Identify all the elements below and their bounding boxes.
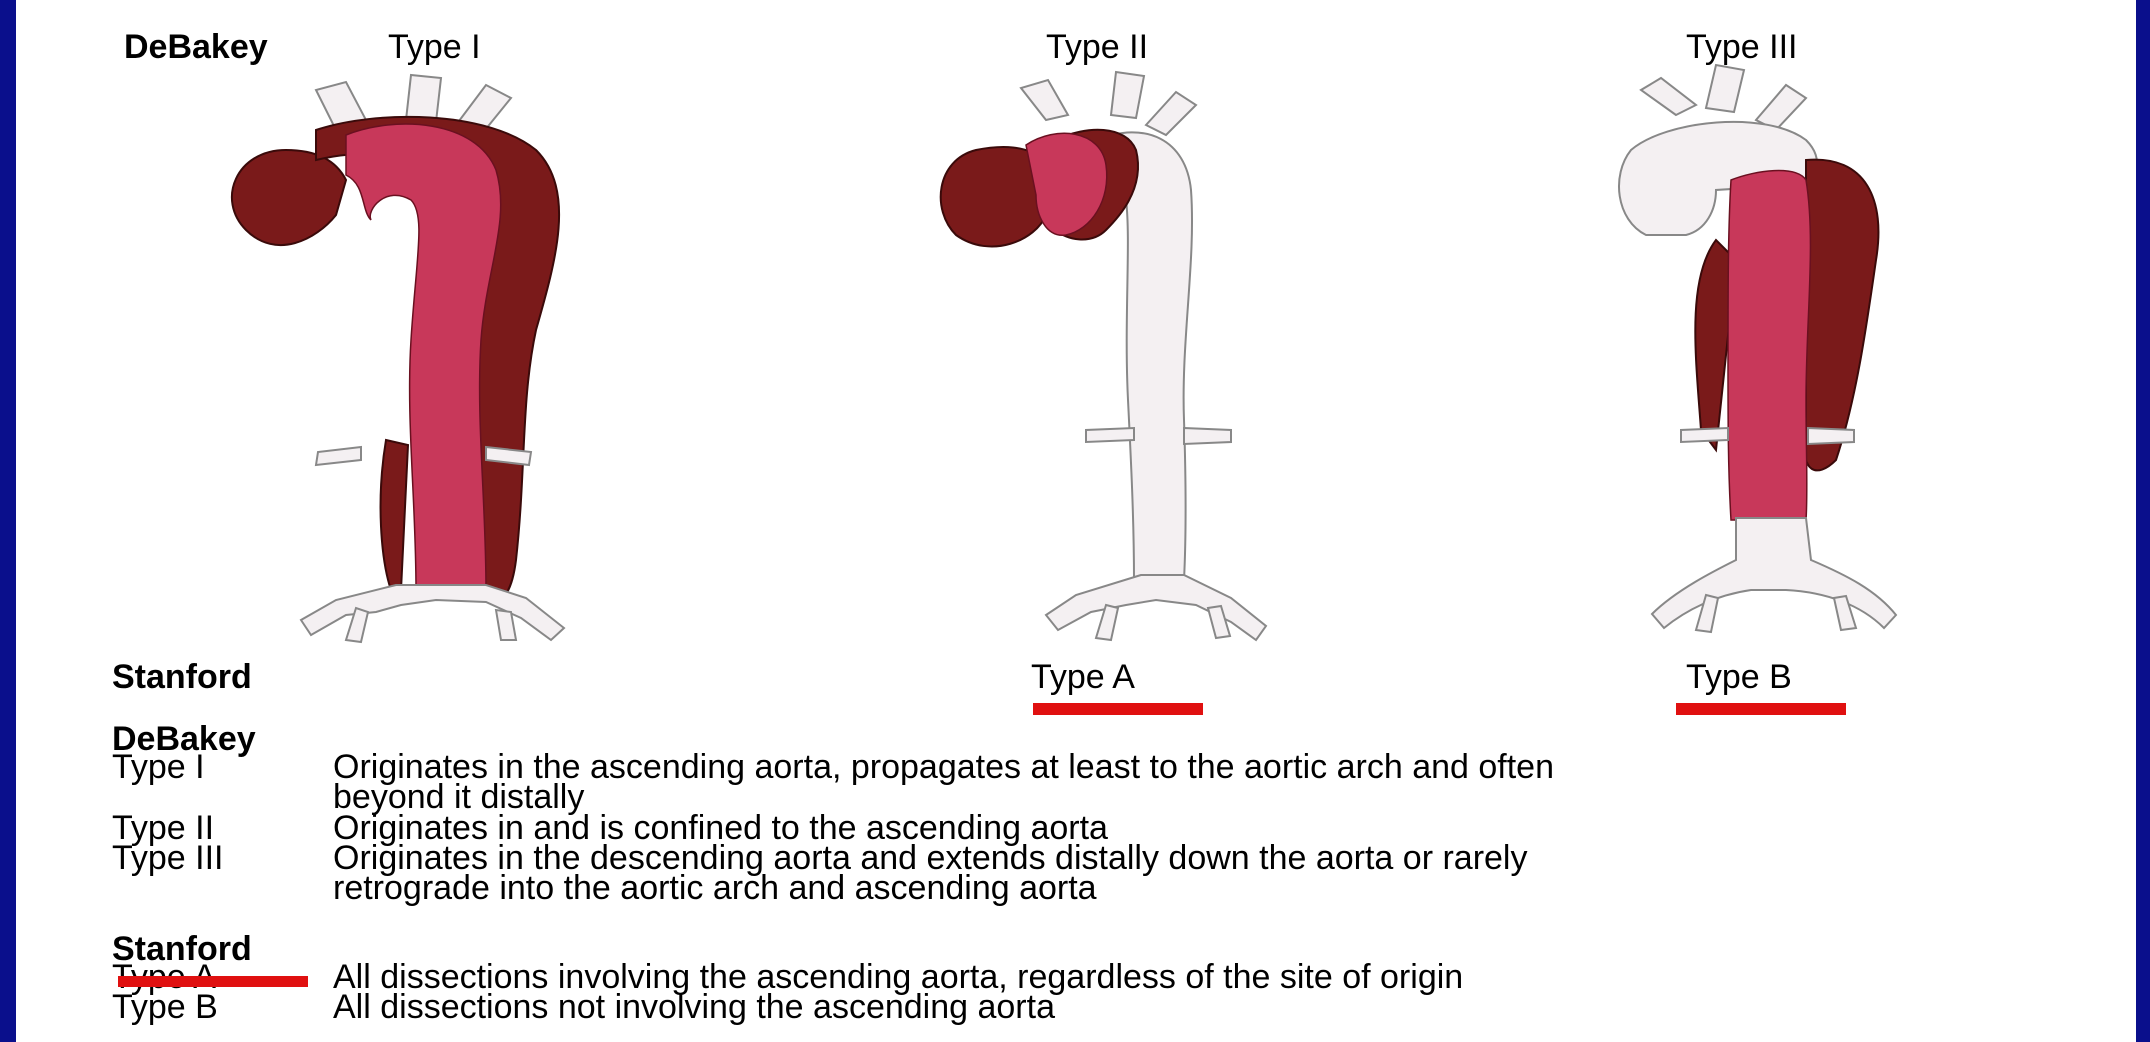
stanford-type-b-label: Type B [1686,658,1792,697]
stanford-row-label: Stanford [112,658,252,697]
legend-stanford-type-b: Type B [112,992,218,1023]
legend-debakey-type-1: Type I [112,752,205,783]
legend-debakey-type-3: Type III [112,843,224,874]
aorta-type-2 [941,72,1266,640]
stanford-type-a-label: Type A [1031,658,1135,697]
aorta-type-3 [1619,65,1896,632]
aorta-type-1 [232,75,564,642]
type-a-underline [1033,703,1203,715]
legend-stanford-type-b-desc: All dissections not involving the ascend… [333,992,1055,1023]
slide: DeBakey Type I Type II Type III .ao { fi… [16,0,2136,1042]
legend-debakey-type-3-desc-2: retrograde into the aortic arch and asce… [333,873,1097,904]
aorta-diagrams: .ao { fill: #f4f0f2; stroke: #888; strok… [16,0,2136,680]
type-b-underline [1676,703,1846,715]
legend-type-a-strike [118,976,308,987]
